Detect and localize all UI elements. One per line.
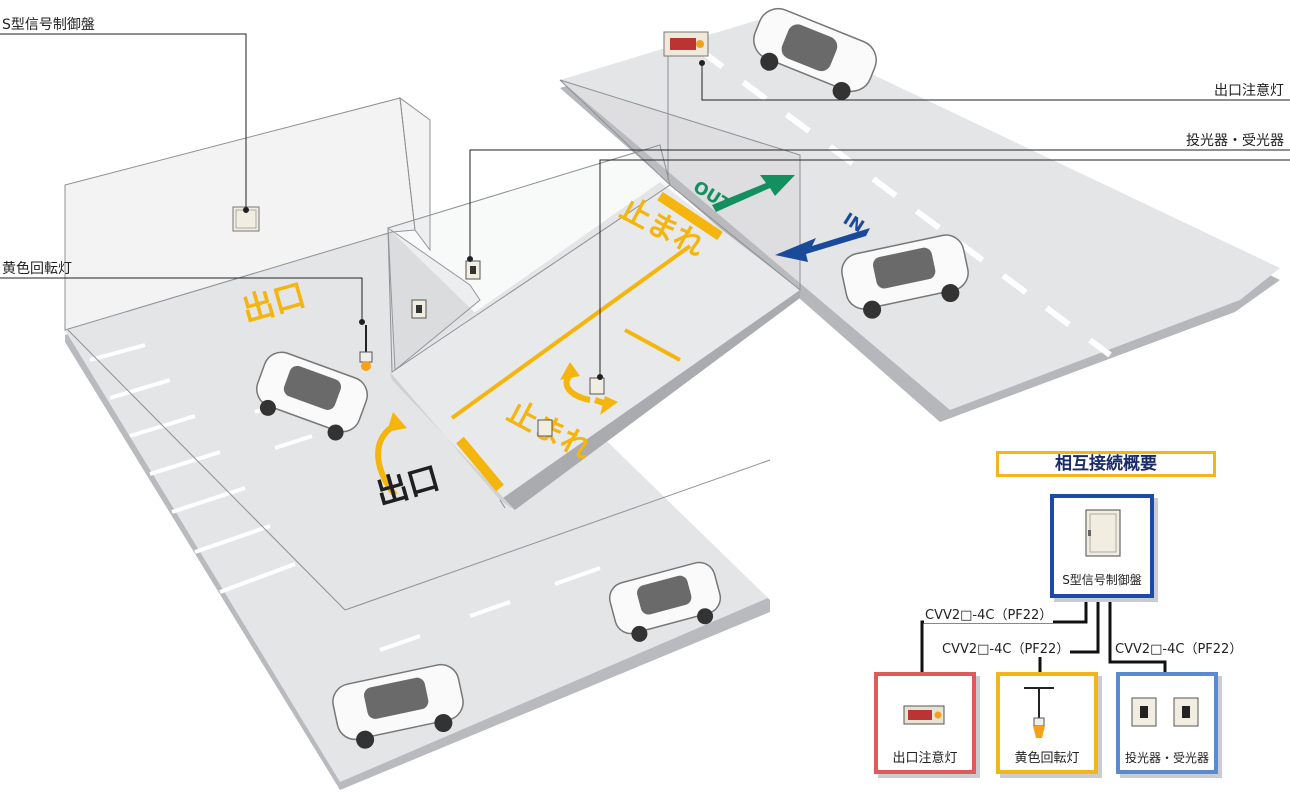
sensor-device-3	[589, 377, 605, 395]
summary-rotating-light-icon	[1024, 687, 1054, 738]
ramp	[390, 182, 800, 510]
sensor-device-2	[411, 299, 427, 319]
car-icon-3	[256, 351, 368, 441]
rotating-light-device	[359, 325, 373, 371]
main-street	[560, 20, 1280, 422]
car-icon-5	[332, 663, 464, 749]
summary-exit-label: 出口注意灯	[892, 751, 958, 766]
summary-exit-box: 出口注意灯	[874, 672, 976, 774]
summary-panel-icon	[1085, 509, 1121, 557]
turn-arrowhead-3	[560, 362, 580, 380]
sensor-device-4	[537, 419, 553, 437]
summary-cable-1-label: CVV2□-4C（PF22）	[924, 604, 1054, 623]
label-sensors: 投光器・受光器	[1186, 133, 1284, 149]
summary-sensor-box: 投光器・受光器	[1116, 672, 1218, 774]
summary-sensor-icon	[1131, 697, 1199, 727]
summary-sensor-label: 投光器・受光器	[1124, 751, 1209, 765]
label-exit-warning: 出口注意灯	[1214, 83, 1284, 99]
car-icon-4	[608, 561, 722, 642]
summary-panel-label: S型信号制御盤	[1062, 573, 1142, 587]
summary-panel-box: S型信号制御盤	[1050, 494, 1154, 598]
summary-cable-3-label: CVV2□-4C（PF22）	[1114, 638, 1244, 657]
car-icon-2	[841, 234, 969, 319]
car-icon-1	[753, 7, 877, 100]
in-arrow	[775, 228, 870, 262]
summary-title: 相互接続概要	[996, 451, 1216, 477]
label-rotating-light: 黄色回転灯	[2, 261, 72, 277]
summary-cable-2-label: CVV2□-4C（PF22）	[941, 638, 1071, 657]
out-arrow	[712, 175, 795, 212]
turn-arrowhead-2	[600, 396, 618, 415]
summary-light-box: 黄色回転灯	[996, 672, 1098, 774]
summary-light-label: 黄色回転灯	[1014, 751, 1080, 766]
turn-arrowhead-1	[387, 412, 407, 432]
exit-warning-device	[663, 31, 709, 57]
leader-lines	[0, 33, 1290, 380]
sensor-device-1	[465, 260, 481, 280]
label-control-panel: S型信号制御盤	[2, 17, 95, 33]
summary-exit-light-icon	[903, 705, 945, 725]
